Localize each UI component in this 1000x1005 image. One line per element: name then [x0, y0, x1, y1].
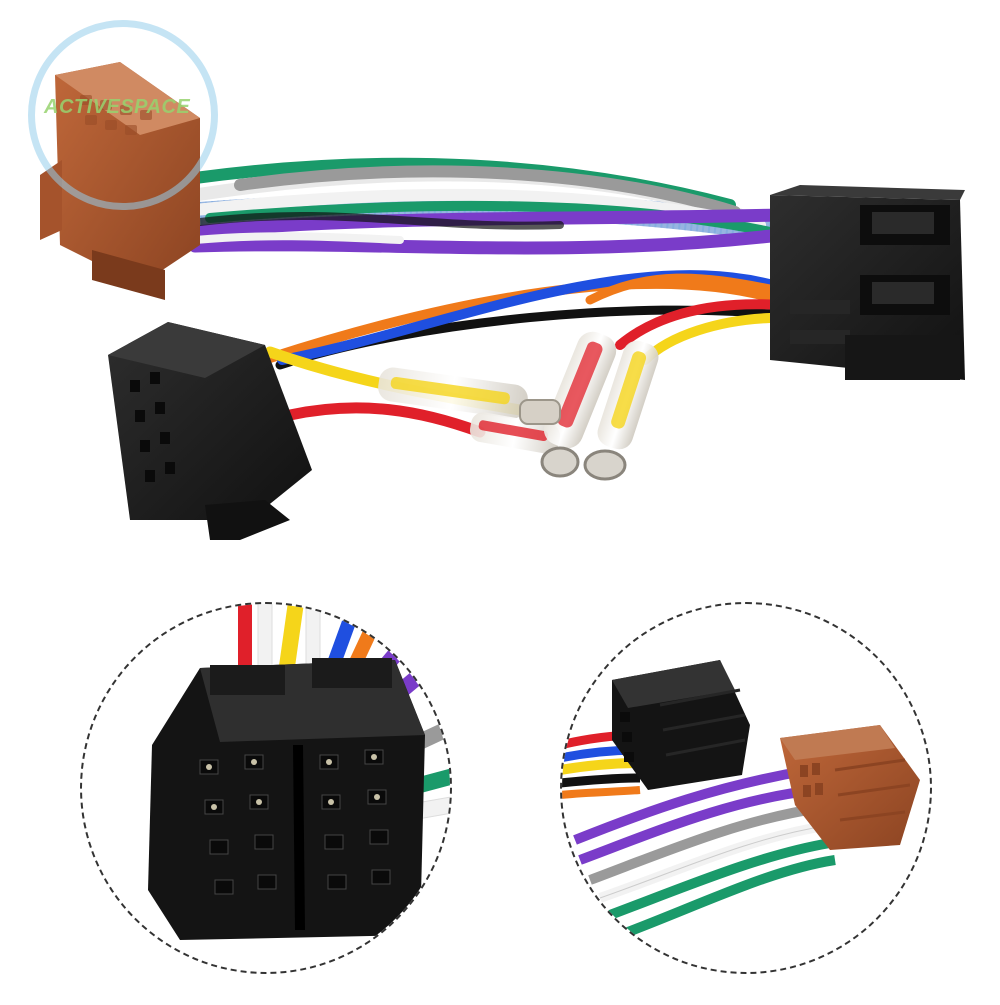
iso-connector-brown: [40, 62, 200, 300]
detail-circle-left-border: [80, 602, 452, 974]
main-harness: [40, 62, 965, 540]
iso-connector-black-small: [108, 322, 312, 540]
terminal-sleeves: [378, 331, 659, 481]
detail-circle-right-border: [560, 602, 932, 974]
iso-connector-black-large: [770, 185, 965, 380]
